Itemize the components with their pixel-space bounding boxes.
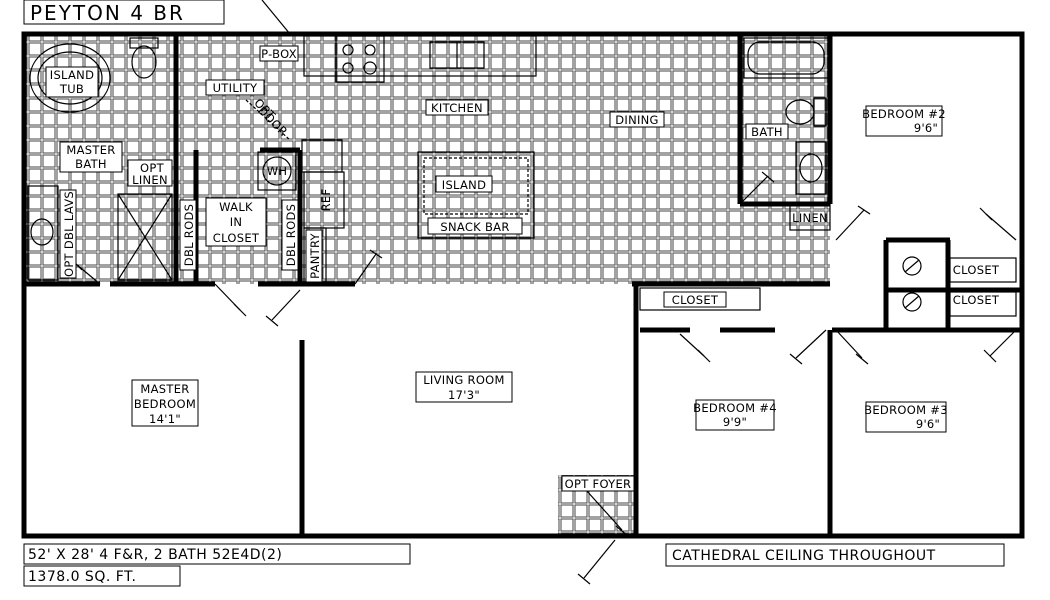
living-room-label: LIVING ROOM [423,373,505,387]
bath-floor [740,36,830,204]
opt-linen-label: OPT [140,161,165,175]
island-tub-label: ISLAND [50,68,95,82]
svg-text:CLOSET: CLOSET [213,231,260,245]
master-sink [30,218,54,246]
wh-label: WH [267,164,288,178]
bathtub [743,37,829,79]
svg-text:14'1": 14'1" [149,412,181,426]
shower [117,193,173,281]
ceiling-note-box [665,543,1005,567]
interior-walls [24,34,1022,539]
toilet-tank [129,37,159,49]
dining-label: DINING [615,113,659,127]
vanity [27,185,59,281]
bath-vanity [795,141,827,195]
title-box [23,0,225,25]
island-label: ISLAND [442,178,487,192]
linen-box [789,203,831,231]
master-bedroom-label: MASTER [140,382,189,396]
kitchen-dining-floor [176,36,830,284]
bedroom4-label: BEDROOM #4 [693,401,777,415]
ceiling-note: CATHEDRAL CEILING THROUGHOUT [672,548,936,564]
master-bath-label: MASTER [66,143,115,157]
svg-text:IN: IN [230,215,243,229]
svg-text:BATH: BATH [75,157,107,171]
kitchen-label: KITCHEN [431,101,483,115]
specs-line2: 1378.0 SQ. FT. [28,569,136,585]
specs-line1: 52' X 28' 4 F&R, 2 BATH 52E4D(2) [28,547,282,563]
bedroom3-label: BEDROOM #3 [864,403,948,417]
opt-dbl-lavs-label: OPT DBL LAVS [62,191,76,277]
hvac-vent-2 [902,292,922,312]
svg-text:TUB: TUB [59,82,84,96]
linen-label: LINEN [792,211,828,225]
hvac-vent-1 [902,256,922,276]
specs-box [23,543,411,565]
plan-title: PEYTON 4 BR [30,1,185,25]
bath-label: BATH [751,125,783,139]
kitchen-island [417,151,535,239]
p-box-label: P-BOX [261,47,297,61]
utility-label: UTILITY [213,81,258,95]
svg-text:17'3": 17'3" [448,388,480,402]
kitchen-counter [303,35,537,77]
walk-in-closet-label: WALK [219,200,253,214]
dbl-rods-left-label: DBL RODS [182,204,196,266]
bedroom2-label: BEDROOM #2 [862,107,946,121]
closet-label-1: CLOSET [953,263,1000,277]
water-heater-box [257,151,297,191]
pantry-label: PANTRY [308,232,322,278]
ref-label: REF [319,189,333,212]
door-swings [69,99,1017,585]
snack-bar-label: SNACK BAR [440,220,509,234]
utility-box [301,139,343,173]
closet-label-3: CLOSET [672,293,719,307]
toilet-bowl [131,45,157,79]
sqft-box [23,565,181,587]
opt-foyer-label: OPT FOYER [565,477,632,491]
svg-text:9'9": 9'9" [723,415,747,429]
fixtures [27,0,1017,317]
closet-label-2: CLOSET [953,293,1000,307]
svg-text:9'6": 9'6" [916,417,940,431]
island-tub-fixture [29,43,111,113]
dbl-rods-right-label: DBL RODS [284,204,298,266]
svg-text:BEDROOM: BEDROOM [134,397,196,411]
svg-text:LINEN: LINEN [132,173,168,187]
svg-text:9'6": 9'6" [914,121,938,135]
